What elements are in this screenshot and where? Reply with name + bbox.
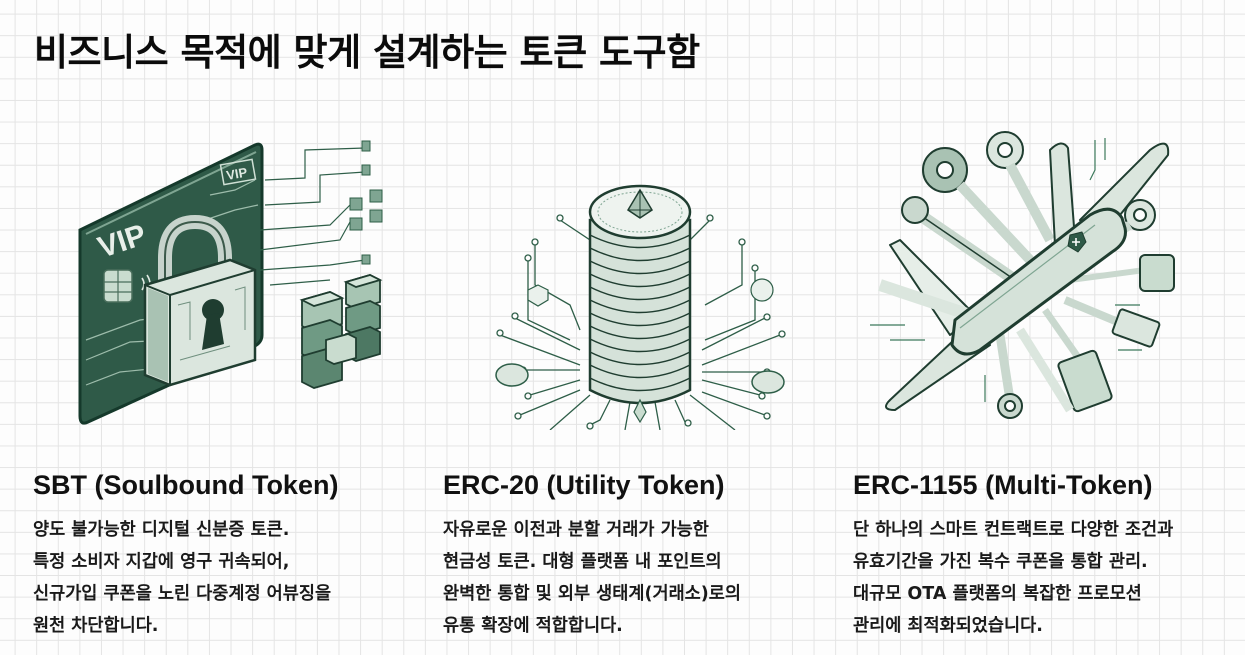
card-heading: ERC-20 (Utility Token) xyxy=(443,470,725,500)
description-line: 유통 확장에 적합합니다. xyxy=(443,616,623,636)
token-card-erc20: ERC-20 (Utility Token) 자유로운 이전과 분할 거래가 가… xyxy=(440,110,840,655)
svg-text:VIP: VIP xyxy=(225,164,249,182)
card-heading: SBT (Soulbound Token) xyxy=(33,470,339,500)
description-line: 단 하나의 스마트 컨트랙트로 다양한 조건과 xyxy=(853,520,1174,540)
page-title: 비즈니스 목적에 맞게 설계하는 토큰 도구함 xyxy=(34,31,700,74)
coin-stack-circuit-icon xyxy=(440,110,840,431)
card-description: 양도 불가능한 디지털 신분증 토큰. 특정 소비자 지갑에 영구 귀속되어, … xyxy=(33,514,433,642)
description-line: 현금성 토큰. 대형 플랫폼 내 포인트의 xyxy=(443,552,722,572)
description-line: 관리에 최적화되었습니다. xyxy=(853,616,1043,636)
card-description: 자유로운 이전과 분할 거래가 가능한 현금성 토큰. 대형 플랫폼 내 포인트… xyxy=(443,514,843,642)
card-description: 단 하나의 스마트 컨트랙트로 다양한 조건과 유효기간을 가진 복수 쿠폰을 … xyxy=(853,514,1245,642)
description-line: 자유로운 이전과 분할 거래가 가능한 xyxy=(443,520,709,540)
description-line: 양도 불가능한 디지털 신분증 토큰. xyxy=(33,520,290,540)
card-heading: ERC-1155 (Multi-Token) xyxy=(853,470,1153,500)
description-line: 신규가입 쿠폰을 노린 다중계정 어뷰징을 xyxy=(33,584,332,604)
vip-card-padlock-icon: VIP VIP xyxy=(30,110,430,430)
description-line: 완벽한 통합 및 외부 생태계(거래소)로의 xyxy=(443,584,741,604)
multi-tool-knife-icon xyxy=(850,110,1245,430)
description-line: 원천 차단합니다. xyxy=(33,616,159,636)
description-line: 대규모 OTA 플랫폼의 복잡한 프로모션 xyxy=(853,584,1142,604)
token-card-erc1155: ERC-1155 (Multi-Token) 단 하나의 스마트 컨트랙트로 다… xyxy=(850,110,1245,655)
description-line: 특정 소비자 지갑에 영구 귀속되어, xyxy=(33,552,290,572)
description-line: 유효기간을 가진 복수 쿠폰을 통합 관리. xyxy=(853,552,1148,572)
token-card-sbt: VIP VIP xyxy=(30,110,430,655)
